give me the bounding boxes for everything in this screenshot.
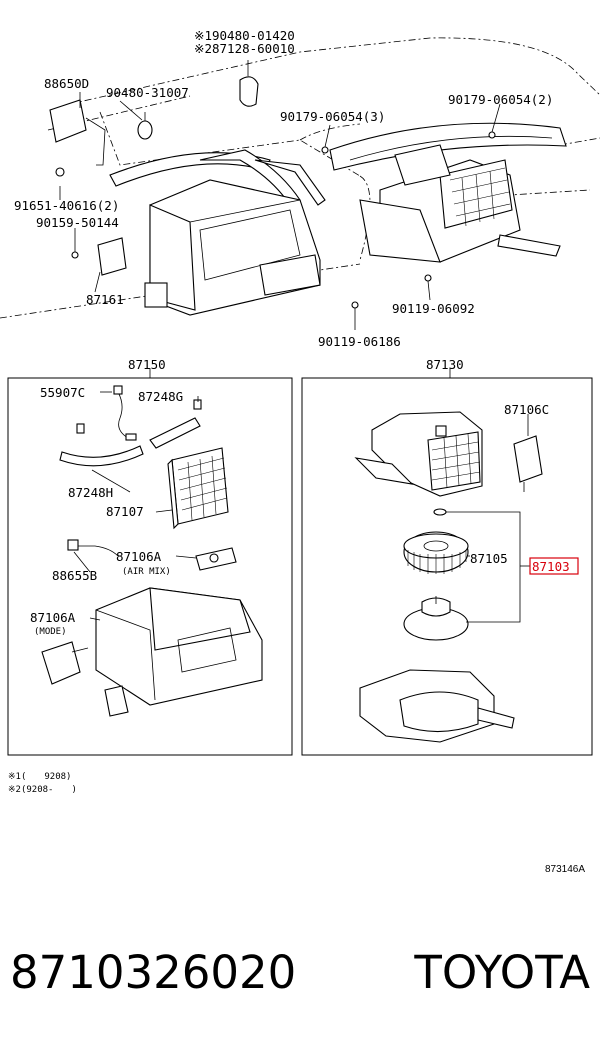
- label-90480: 90480-31007: [106, 85, 189, 100]
- servo-87161: [97, 237, 127, 276]
- leader-lines-top: [59, 92, 501, 378]
- brand-name: TOYOTA: [414, 945, 590, 999]
- label-90119a: 90119-06092: [392, 301, 475, 316]
- o-ring: [433, 508, 447, 516]
- label-87106a-air: 87106A: [116, 549, 162, 564]
- hose-87248h: [59, 423, 144, 467]
- label-87106a-mode: 87106A: [30, 610, 76, 625]
- clamp-part: [239, 60, 259, 107]
- blower-lower-case: [359, 669, 515, 743]
- connector-88655b: [67, 539, 119, 557]
- label-88655b: 88655B: [52, 568, 97, 583]
- blower-upper-case: [354, 411, 483, 497]
- instrument-panel-reinforcement: [329, 122, 567, 171]
- label-90119b: 90119-06186: [318, 334, 401, 349]
- caption-bar: 8710326020 TOYOTA: [10, 942, 590, 1002]
- label-note-190480: ※190480-01420: [194, 28, 295, 43]
- grommet-90480: [137, 112, 153, 140]
- servo-mode: [41, 641, 89, 685]
- label-87248h: 87248H: [68, 485, 113, 500]
- servo-air-mix: [195, 547, 237, 571]
- part-number: 8710326020: [10, 945, 297, 999]
- heater-unit-top: [144, 179, 321, 316]
- heater-case: [95, 587, 263, 717]
- label-91651: 91651-40616(2): [14, 198, 119, 213]
- footnote-1: ※1( 9208): [8, 772, 71, 782]
- label-87103[interactable]: 87103: [532, 559, 570, 574]
- blower-motor-87103: [403, 596, 469, 641]
- computer-88650d: [49, 99, 106, 166]
- highlight-87103-box: [529, 557, 579, 575]
- bracket-87103: [446, 511, 530, 623]
- label-87106c: 87106C: [504, 402, 549, 417]
- label-90179-3: 90179-06054(3): [280, 109, 385, 124]
- wire-55907c: [113, 385, 137, 441]
- left-box-title: 87150: [128, 357, 166, 372]
- label-air-mix: (AIR MIX): [122, 567, 171, 577]
- hose-87248g: [149, 399, 202, 449]
- right-box-title: 87130: [426, 357, 464, 372]
- label-90179-2: 90179-06054(2): [448, 92, 553, 107]
- leader-lines-left: [73, 391, 199, 621]
- label-87248g: 87248G: [138, 389, 183, 404]
- right-box-frame: [301, 377, 593, 756]
- label-87161: 87161: [86, 292, 124, 307]
- label-87107: 87107: [106, 504, 144, 519]
- label-mode: (MODE): [34, 627, 67, 637]
- footnote-2: ※2(9208- ): [8, 785, 77, 795]
- blower-unit-top: [359, 144, 561, 263]
- reference-code: 873146A: [545, 864, 585, 875]
- label-88650d: 88650D: [44, 76, 89, 91]
- heater-core-87107: [167, 447, 229, 530]
- label-note-287128: ※287128-60010: [194, 41, 295, 56]
- label-90159: 90159-50144: [36, 215, 119, 230]
- resistor-87106c: [513, 435, 543, 492]
- label-55907c: 55907C: [40, 385, 85, 400]
- label-87105: 87105: [470, 551, 508, 566]
- left-box-frame: [7, 377, 293, 756]
- parts-diagram: ※190480-01420 ※287128-60010 88650D 90480…: [0, 28, 600, 875]
- blower-fan-87105: [403, 531, 469, 574]
